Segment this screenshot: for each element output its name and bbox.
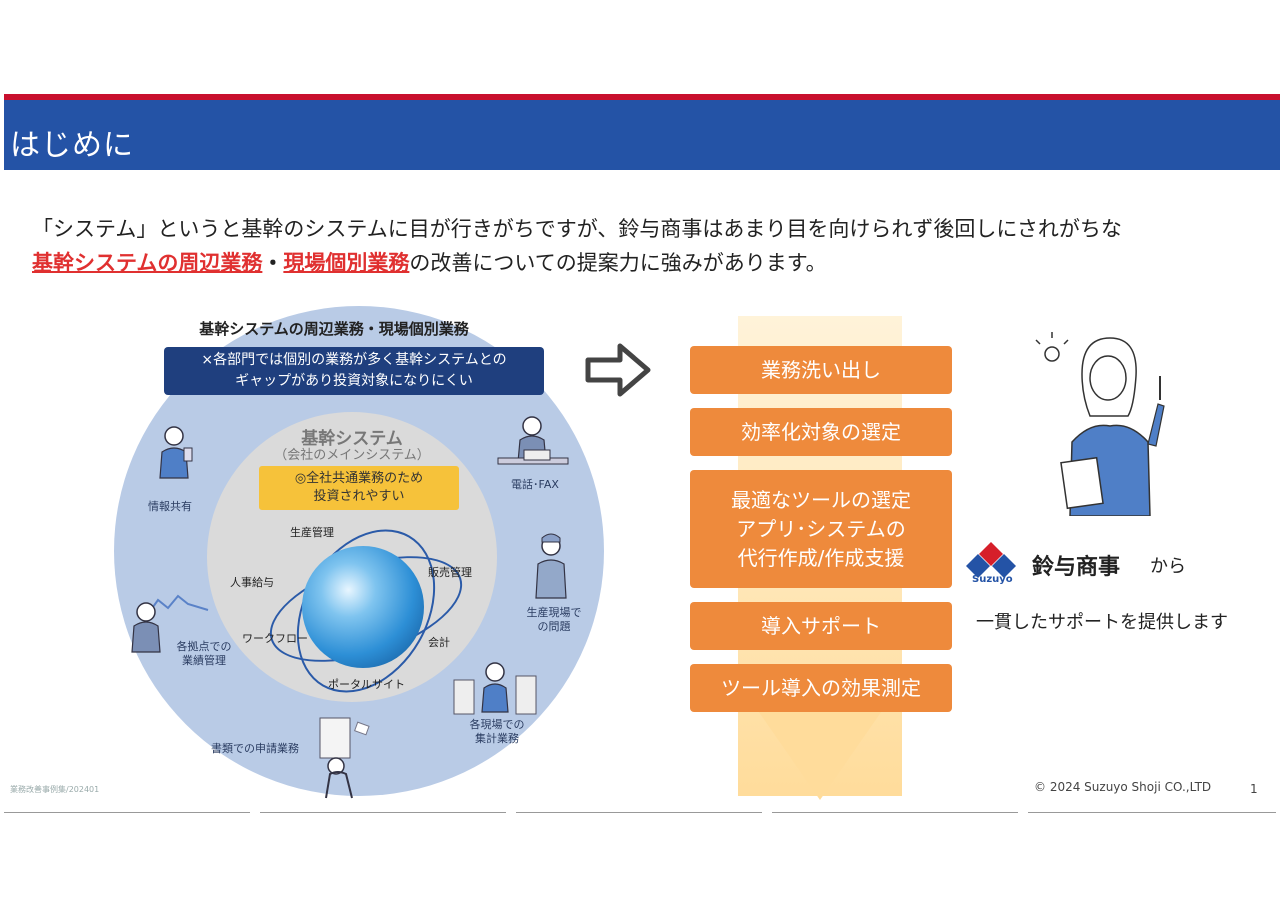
header-red-stripe [4,94,1280,100]
globe-icon [302,546,424,668]
core-box-line-2: 投資されやすい [313,489,405,504]
core-label-workflow: ワークフロー [242,632,308,645]
suzuyo-logo-text: Suzuyo [972,574,1013,585]
warning-line-1: ×各部門では個別の業務が多く基幹システムとの [201,352,507,368]
step-effect-measurement: ツール導入の効果測定 [690,664,952,712]
core-system-title: 基幹システム [301,429,403,449]
bottom-divider [4,812,1276,813]
core-label-hr: 人事給与 [230,576,274,589]
slide: はじめに 「システム」というと基幹のシステムに目が行きがちですが、鈴与商事はあま… [4,94,1280,814]
label-branches-line-2: 業績管理 [182,654,226,667]
label-sites-line-2: 集計業務 [475,732,519,745]
core-box-line-1: ◎全社共通業務のため [294,471,424,486]
highlight-core-peripheral: 基幹システムの周辺業務 [32,251,263,275]
intro-line-2: 基幹システムの周辺業務・現場個別業務の改善についての提案力に強みがあります。 [32,246,1252,280]
step-tool-line-3: 代行作成/作成支援 [737,546,905,570]
person-phone-icon [497,416,569,465]
brand-suffix: から [1150,556,1186,577]
highlight-site-specific: 現場個別業務 [283,251,410,275]
footer-doc-id: 業務改善事例集/202401 [10,785,100,794]
step-identify-tasks: 業務洗い出し [690,346,952,394]
core-label-production: 生産管理 [290,526,334,539]
header-bar: はじめに [4,100,1280,170]
person-info-share-icon [159,426,193,479]
warning-line-2: ギャップがあり投資対象になりにくい [235,373,473,389]
page-title: はじめに [10,128,134,163]
core-investment-box: ◎全社共通業務のため 投資されやすい [259,466,459,510]
intro-line-1: 「システム」というと基幹のシステムに目が行きがちですが、鈴与商事はあまり目を向け… [32,217,1122,241]
presenter-woman-icon [1035,332,1165,516]
core-system-subtitle: （会社のメインシステム） [274,448,430,463]
intro-text: 「システム」というと基幹のシステムに目が行きがちですが、鈴与商事はあまり目を向け… [32,212,1252,280]
right-arrow-icon [585,343,651,397]
person-branches-icon [131,594,209,653]
label-branch-performance: 各拠点での 業績管理 [164,640,244,668]
circle-heading: 基幹システムの周辺業務・現場個別業務 [199,320,469,338]
footer-copyright: © 2024 Suzuyo Shoji CO.,LTD [1034,780,1212,794]
core-label-accounting: 会計 [428,636,450,649]
step-tool-line-1: 最適なツールの選定 [731,488,911,512]
label-factory-line-2: の問題 [537,620,571,633]
warning-box: ×各部門では個別の業務が多く基幹システムとの ギャップがあり投資対象になりにくい [164,347,544,395]
step-tool-line-2: アプリ･システムの [736,517,906,541]
page-number: 1 [1250,782,1258,796]
intro-line-2-rest: の改善についての提案力に強みがあります。 [409,251,827,275]
label-sites-line-1: 各現場での [469,718,525,731]
core-label-portal: ポータルサイト [328,678,405,691]
person-paperwork-icon [453,662,537,715]
core-label-sales: 販売管理 [428,566,472,579]
intro-separator: ・ [262,251,284,275]
label-factory-issues: 生産現場で の問題 [514,606,594,634]
label-site-aggregation: 各現場での 集計業務 [452,718,542,746]
brand-tagline: 一貫したサポートを提供します [976,612,1228,633]
brand-name: 鈴与商事 [1032,555,1121,580]
label-branches-line-1: 各拠点での [176,640,232,653]
label-phone-fax: 電話･FAX [511,478,559,491]
label-info-share: 情報共有 [148,500,192,513]
label-paper-applications: 書類での申請業務 [211,742,299,755]
person-documents-icon [319,717,370,799]
person-factory-icon [535,533,567,599]
step-implementation-support: 導入サポート [690,602,952,650]
label-factory-line-1: 生産現場で [526,606,582,619]
step-tool-selection: 最適なツールの選定 アプリ･システムの 代行作成/作成支援 [690,470,952,588]
step-select-targets: 効率化対象の選定 [690,408,952,456]
suzuyo-logo-icon [966,542,1016,578]
